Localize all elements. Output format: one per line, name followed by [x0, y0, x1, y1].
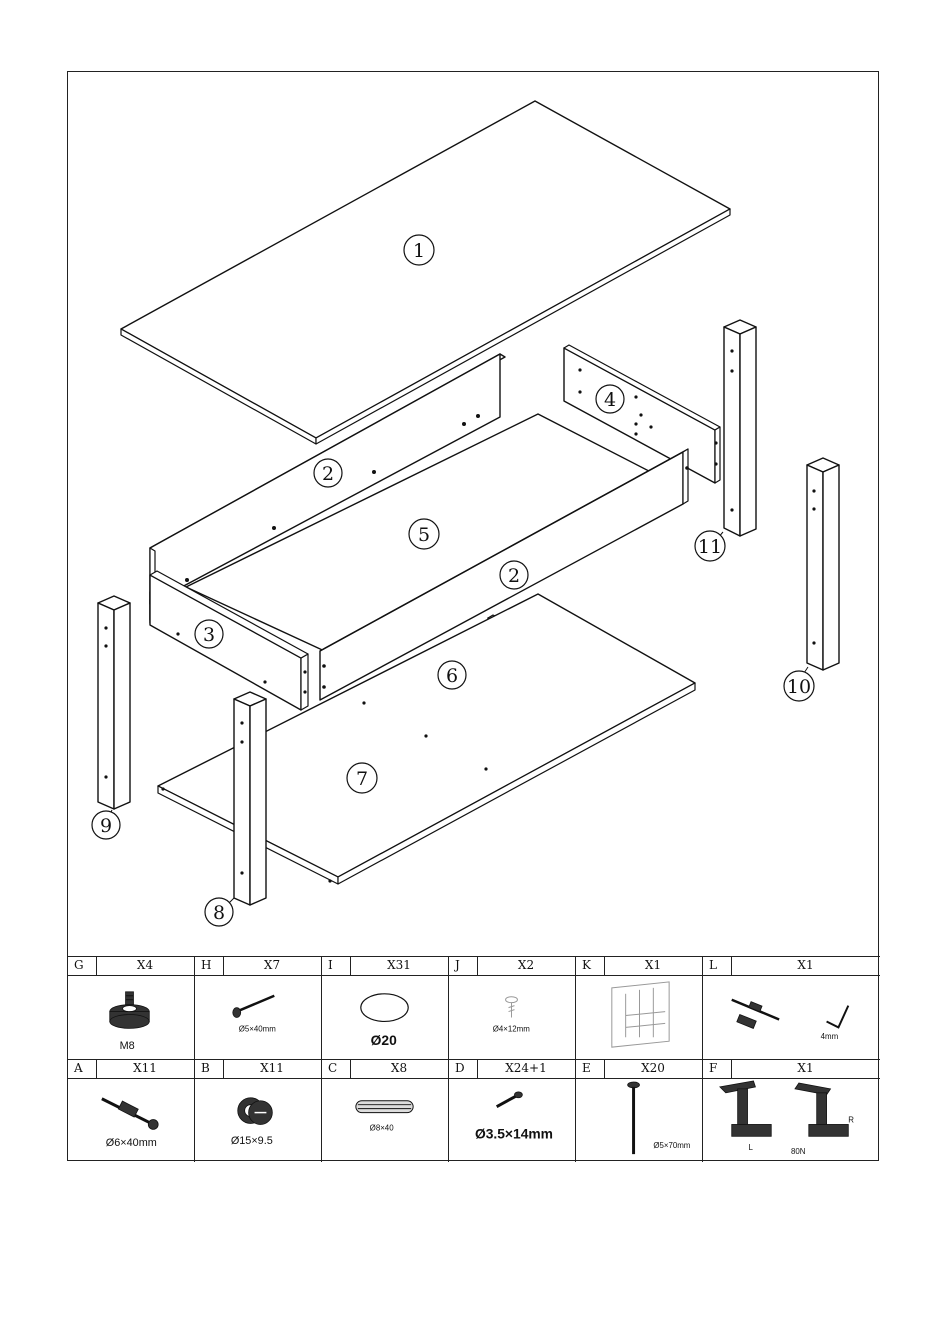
hardware-cell-j: J X2 Ø4×12mm	[449, 956, 576, 1059]
exploded-assembly-diagram: 1 2 4 5 2 11	[68, 72, 880, 956]
hardware-table: G X4 M8 H X7	[68, 956, 880, 1162]
hardware-letter: C	[328, 1061, 337, 1075]
hardware-letter: I	[328, 958, 333, 972]
hardware-cell-c: C X8 Ø8×40	[322, 1059, 449, 1162]
callout-11: 11	[695, 531, 725, 561]
hardware-qty: X11	[223, 1061, 321, 1075]
hardware-spec: Ø20	[371, 1032, 397, 1048]
long-bolt-icon: Ø5×70mm	[576, 1079, 702, 1162]
callout-6-label: 6	[446, 665, 458, 687]
leg-9	[98, 596, 130, 809]
hardware-spec: Ø8×40	[370, 1123, 395, 1132]
hardware-letter: K	[582, 958, 591, 972]
hardware-row-top: G X4 M8 H X7	[68, 956, 880, 1059]
hardware-cell-i: I X31 Ø20	[322, 956, 449, 1059]
hardware-spec: 80N	[791, 1147, 806, 1156]
hardware-qty: X20	[604, 1061, 702, 1075]
short-screw-icon: Ø4×12mm	[449, 976, 575, 1059]
hardware-letter: H	[201, 958, 211, 972]
callout-10-label: 10	[787, 676, 811, 698]
hardware-letter: D	[455, 1061, 465, 1075]
hardware-spec-left: L	[749, 1143, 754, 1152]
hardware-qty: X1	[731, 1061, 880, 1075]
hardware-cell-f: F X1 L 80N R	[703, 1059, 880, 1162]
hardware-cell-l: L X1 4mm	[703, 956, 880, 1059]
hardware-qty: X24+1	[477, 1061, 575, 1075]
hardware-qty: X1	[604, 958, 702, 972]
hardware-qty: X11	[96, 1061, 194, 1075]
wood-dowel-icon: Ø8×40	[322, 1079, 448, 1162]
hardware-cell-d: D X24+1 Ø3.5×14mm	[449, 1059, 576, 1162]
assembly-drawing: 1 2 4 5 2 11	[68, 72, 880, 956]
leg-8	[234, 692, 266, 905]
leveling-foot-icon: M8	[68, 976, 194, 1059]
allen-key-icon: 4mm	[703, 976, 880, 1059]
callout-1: 1	[404, 235, 434, 265]
hardware-qty: X31	[350, 958, 448, 972]
callout-8-label: 8	[213, 902, 225, 924]
callout-11-label: 11	[698, 536, 722, 558]
long-screw-icon: Ø5×40mm	[195, 976, 321, 1059]
sticker-sheet-icon	[576, 976, 702, 1059]
callout-9: 9	[92, 810, 120, 839]
hardware-spec: 4mm	[821, 1032, 839, 1041]
callout-4-label: 4	[604, 389, 616, 411]
hardware-spec: Ø6×40mm	[106, 1137, 157, 1149]
hardware-letter: G	[74, 958, 84, 972]
hardware-letter: L	[709, 958, 717, 972]
hardware-cell-b: B X11 Ø15×9.5	[195, 1059, 322, 1162]
wood-screw-icon: Ø3.5×14mm	[449, 1079, 575, 1162]
callout-2-back: 2	[314, 459, 342, 487]
leg-10	[807, 458, 839, 670]
callout-7-label: 7	[356, 768, 368, 790]
callout-1-label: 1	[413, 240, 425, 262]
callout-9-label: 9	[100, 815, 112, 837]
hardware-cell-g: G X4 M8	[68, 956, 195, 1059]
cam-bolt-icon: Ø6×40mm	[68, 1079, 194, 1162]
hardware-letter: B	[201, 1061, 210, 1075]
lift-hinge-icon: L 80N R	[703, 1079, 880, 1162]
hardware-cell-a: A X11 Ø6×40mm	[68, 1059, 195, 1162]
hardware-qty: X7	[223, 958, 321, 972]
hardware-row-bottom: A X11 Ø6×40mm B X11	[68, 1059, 880, 1162]
callout-7: 7	[347, 763, 377, 793]
hardware-cell-h: H X7 Ø5×40mm	[195, 956, 322, 1059]
hardware-cell-k: K X1	[576, 956, 703, 1059]
hardware-spec-right: R	[848, 1115, 854, 1124]
hardware-cell-e: E X20 Ø5×70mm	[576, 1059, 703, 1162]
hardware-letter: E	[582, 1061, 591, 1075]
callout-4: 4	[596, 385, 624, 413]
cover-cap-icon: Ø20	[322, 976, 448, 1059]
hardware-qty: X2	[477, 958, 575, 972]
callout-2-front: 2	[500, 561, 528, 589]
hardware-letter: J	[455, 958, 460, 972]
hardware-spec: M8	[120, 1040, 135, 1052]
hardware-spec: Ø3.5×14mm	[475, 1125, 553, 1141]
callout-2-back-label: 2	[322, 463, 334, 485]
callout-3-label: 3	[203, 624, 215, 646]
hardware-qty: X1	[731, 958, 880, 972]
callout-8: 8	[205, 898, 234, 926]
callout-10: 10	[784, 667, 814, 701]
callout-5: 5	[409, 519, 439, 549]
hardware-qty: X8	[350, 1061, 448, 1075]
hardware-spec: Ø5×40mm	[239, 1024, 276, 1033]
hardware-letter: F	[709, 1061, 717, 1075]
hardware-letter: A	[74, 1061, 83, 1075]
callout-2-front-label: 2	[508, 565, 520, 587]
hardware-qty: X4	[96, 958, 194, 972]
instruction-sheet: 1 2 4 5 2 11	[67, 71, 879, 1161]
callout-3: 3	[195, 620, 223, 648]
hardware-spec: Ø15×9.5	[231, 1135, 273, 1147]
hardware-spec: Ø5×70mm	[653, 1141, 690, 1150]
callout-5-label: 5	[418, 524, 430, 546]
leg-11	[724, 320, 756, 536]
cam-lock-icon: Ø15×9.5	[195, 1079, 321, 1162]
hardware-spec: Ø4×12mm	[493, 1024, 530, 1033]
callout-6: 6	[438, 661, 466, 689]
